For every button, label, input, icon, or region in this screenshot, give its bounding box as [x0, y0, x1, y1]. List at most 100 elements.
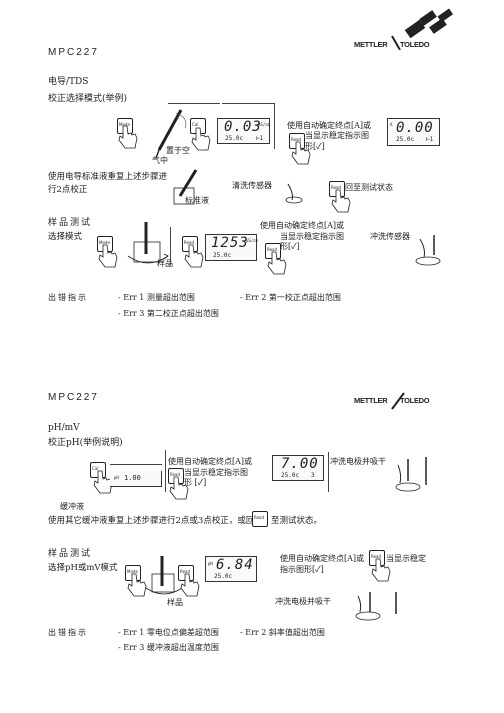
lcd-unit: pH [208, 561, 213, 566]
auto-endpoint-note: 当显示稳定指示图 [305, 131, 369, 140]
auto-endpoint-note: 形[✓] [305, 142, 325, 151]
error-item: - Err 2 第一校正点超出范围 [240, 293, 341, 302]
error-item: - Err 1 测量超出范围 [118, 293, 195, 302]
brand-right: TOLEDO [400, 40, 430, 49]
mettler-toledo-logo: METTLER TOLEDO [354, 391, 454, 411]
hand-icon [98, 244, 118, 268]
brand-left: METTLER [354, 40, 388, 49]
hand-icon [371, 558, 391, 582]
auto-endpoint-note: 当显示稳定指示图 [280, 232, 344, 241]
in-air-label-2: 气中 [152, 156, 168, 165]
lcd-reading: 7.00 [281, 456, 319, 472]
sample-mode-label: 选择pH或mV模式 [48, 563, 118, 573]
sample-beaker-icon [127, 222, 169, 264]
sample-test-title: 样品测试 [48, 549, 93, 559]
model-title: MPC227 [48, 47, 99, 58]
hand-icon [184, 244, 204, 268]
lcd-display: pH 6.84 25.0c [205, 556, 257, 582]
auto-endpoint-note: 当显示稳定指示图 [184, 468, 248, 477]
lcd-temp: 25.0c [214, 573, 233, 580]
hand-icon [169, 476, 189, 500]
lcd-reading: 0.00 [396, 120, 434, 136]
divider [170, 227, 171, 265]
error-item: - Err 1 零电位点偏差超范围 [118, 628, 219, 637]
lcd-unit: μS/cm [258, 122, 271, 127]
lcd-display: A 0.00 25.0c ⊢1 [387, 118, 440, 146]
lcd-display: 1253 μS/cm 25.0c [205, 234, 259, 261]
auto-endpoint-note: 指示图形[✓] [280, 565, 324, 574]
hand-icon [267, 251, 287, 275]
auto-endpoint-note: 形 [✓] [184, 478, 207, 487]
sample-mode-label: 选择模式 [48, 232, 83, 242]
lcd-display: 0.03 μS/cm 25.0c ⊢1 [217, 118, 270, 144]
read-key[interactable]: Read [252, 511, 268, 527]
lcd-reading: 1.00 [124, 474, 141, 482]
lcd-display: pH 1.00 [110, 471, 162, 487]
lcd-display: 7.00 25.0c 3 [272, 455, 324, 481]
divider [110, 464, 162, 465]
read-key[interactable]: Read [289, 133, 305, 149]
lcd-reading: 1253 [211, 235, 249, 251]
section-subtitle: 校正pH(举例说明) [48, 438, 123, 448]
lcd-id: ⊢1 [256, 135, 264, 142]
rinse-sensor-label: 冲洗传感器 [370, 232, 410, 241]
brand-left: METTLER [354, 396, 388, 405]
mettler-toledo-logo: METTLER TOLEDO [354, 8, 464, 51]
back-to-measure-label: 回至测试状态 [345, 183, 393, 192]
divider [274, 103, 275, 149]
repeat-note: 使用其它缓冲液重复上述步骤进行2点或3点校正，或回 [48, 516, 255, 526]
clean-sensor-icon [285, 183, 303, 204]
lcd-temp: 25.0c [281, 472, 300, 479]
lcd-temp: 25.0c [213, 252, 232, 259]
electrode-icon [155, 109, 187, 159]
rinse-label: 冲洗电极并吸干 [275, 597, 331, 606]
lcd-unit: μS/cm [246, 238, 259, 243]
brand-right: TOLEDO [400, 396, 430, 405]
rinse-electrode-icon [395, 457, 427, 492]
auto-endpoint-note: 使用自动确定终点[A]或 [280, 554, 365, 563]
hand-icon [191, 127, 211, 151]
repeat-note: 使用电导标准液重复上述步骤进 [48, 172, 168, 182]
electrode-in-standard-icon [173, 169, 198, 205]
section-title: 电导/TDS [48, 77, 89, 87]
in-air-label: 置于空 [166, 146, 190, 155]
rinse-electrode-icon [355, 592, 397, 621]
divider [222, 103, 274, 104]
auto-endpoint-note: 使用自动确定终点[A]或 [287, 121, 372, 130]
section-title: pH/mV [48, 423, 80, 433]
rinse-sensor-icon [415, 235, 441, 266]
error-item: - Err 3 第二校正点超出范围 [118, 309, 219, 318]
lcd-temp: 25.0c [225, 135, 244, 142]
rinse-label: 冲洗电极并吸干 [330, 457, 386, 466]
repeat-note: 至测试状态。 [271, 516, 323, 526]
divider [328, 452, 329, 492]
sample-beaker-icon [145, 556, 183, 595]
error-title: 出错指示 [48, 293, 88, 302]
lcd-unit: pH [114, 475, 119, 480]
lcd-reading: 6.84 [216, 557, 254, 573]
error-title: 出错指示 [48, 628, 88, 637]
clean-sensor-label: 清洗传感器 [232, 181, 272, 190]
hand-icon [291, 141, 311, 165]
lcd-reading: 0.03 [224, 119, 262, 135]
read-key[interactable]: Read [369, 550, 385, 566]
auto-endpoint-note: 当显示稳定 [386, 554, 426, 563]
error-item: - Err 2 斜率值超出范围 [240, 628, 325, 637]
lcd-id: 3 [311, 472, 315, 479]
standard-label: 标准液 [185, 196, 209, 205]
sample-label: 样品 [157, 259, 173, 268]
lcd-id: ⊢1 [426, 136, 434, 143]
lcd-temp: 25.0c [396, 136, 415, 143]
auto-endpoint-note: 使用自动确定终点[A]或 [260, 221, 345, 230]
model-title: MPC227 [48, 392, 99, 403]
mode-key[interactable]: Mode [125, 565, 141, 581]
divider [168, 103, 220, 104]
section-subtitle: 校正选择模式(举例) [48, 94, 128, 104]
error-item: - Err 3 缓冲液超出温度范围 [118, 643, 219, 652]
logo-emblem-icon [391, 392, 405, 410]
sample-label: 样品 [167, 598, 183, 607]
divider [165, 450, 166, 492]
hand-icon [127, 573, 147, 597]
hand-icon [331, 189, 351, 213]
auto-endpoint-note: 形[✓] [280, 242, 300, 251]
